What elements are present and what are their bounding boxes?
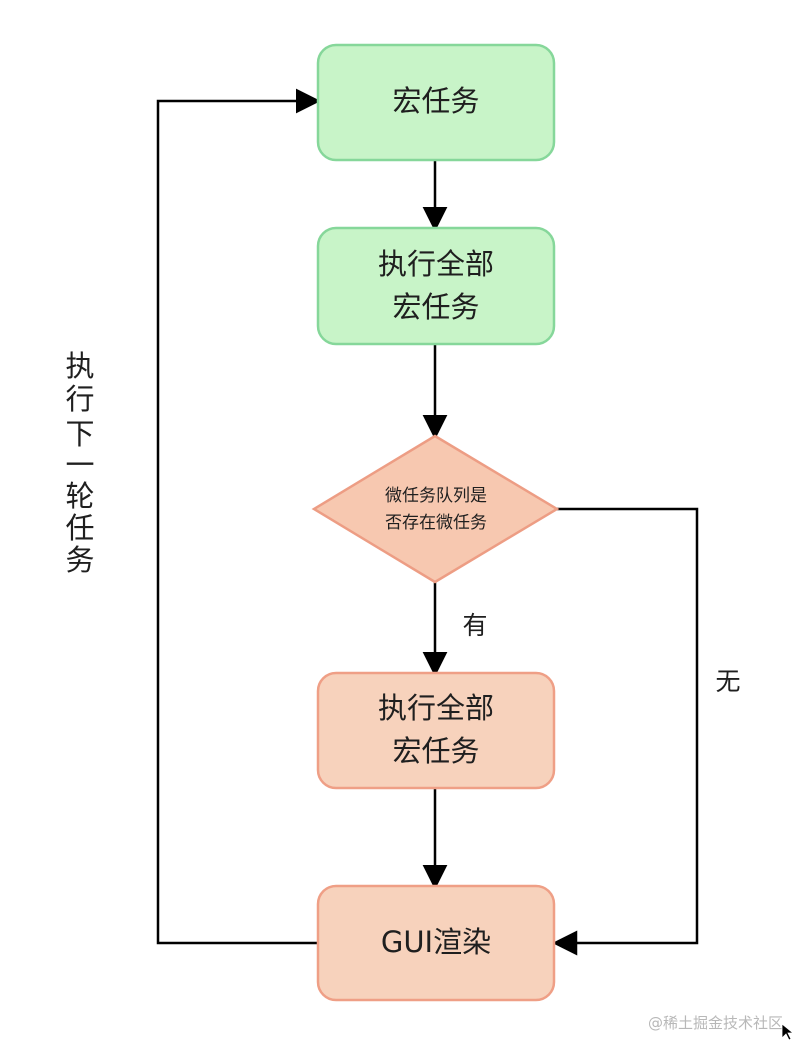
node-gui-render-label: GUI渲染: [381, 925, 491, 959]
loop-label-char-5: 轮: [65, 479, 94, 513]
node-run-all-micro-line-1: 执行全部: [378, 691, 494, 725]
node-run-all-micro-box: [316, 671, 556, 790]
connectors: [156, 88, 699, 956]
node-macro-task-label: 宏任务: [392, 84, 479, 118]
watermark: @稀土掘金技术社区: [648, 1014, 783, 1032]
node-macro-task-box: [316, 43, 556, 162]
node-gui-render: GUI渲染: [316, 884, 556, 1002]
node-micro-check-diamond: [311, 434, 560, 584]
node-micro-check-line-2: 否存在微任务: [385, 513, 487, 533]
loop-label-char-7: 务: [65, 543, 94, 577]
node-run-all-macro-box: [316, 226, 556, 346]
loop-label-char-3: 下: [65, 417, 94, 451]
loop-label-char-2: 行: [65, 382, 94, 416]
node-run-all-macro-line-1: 执行全部: [378, 247, 494, 281]
edge-label-no: 无: [715, 667, 740, 696]
edge-check-no: [552, 507, 699, 956]
edge-label-yes: 有: [462, 611, 487, 640]
loop-label-char-1: 执: [65, 349, 94, 383]
node-run-all-micro-line-2: 宏任务: [392, 734, 479, 768]
loop-label-char-4: 一: [65, 448, 94, 482]
node-gui-render-box: [316, 884, 556, 1002]
edge-loop-back: [156, 88, 321, 945]
loop-label-char-6: 任: [65, 511, 94, 545]
node-micro-check: 微任务队列是 否存在微任务: [311, 434, 560, 584]
loop-label: 执 行 下 一 轮 任 务: [65, 349, 94, 577]
node-micro-check-line-1: 微任务队列是: [385, 486, 487, 506]
node-run-all-micro: 执行全部 宏任务: [316, 671, 556, 790]
node-run-all-macro-line-2: 宏任务: [392, 290, 479, 324]
cursor-icon: [781, 1023, 795, 1040]
node-run-all-macro: 执行全部 宏任务: [316, 226, 556, 346]
node-macro-task: 宏任务: [316, 43, 556, 162]
